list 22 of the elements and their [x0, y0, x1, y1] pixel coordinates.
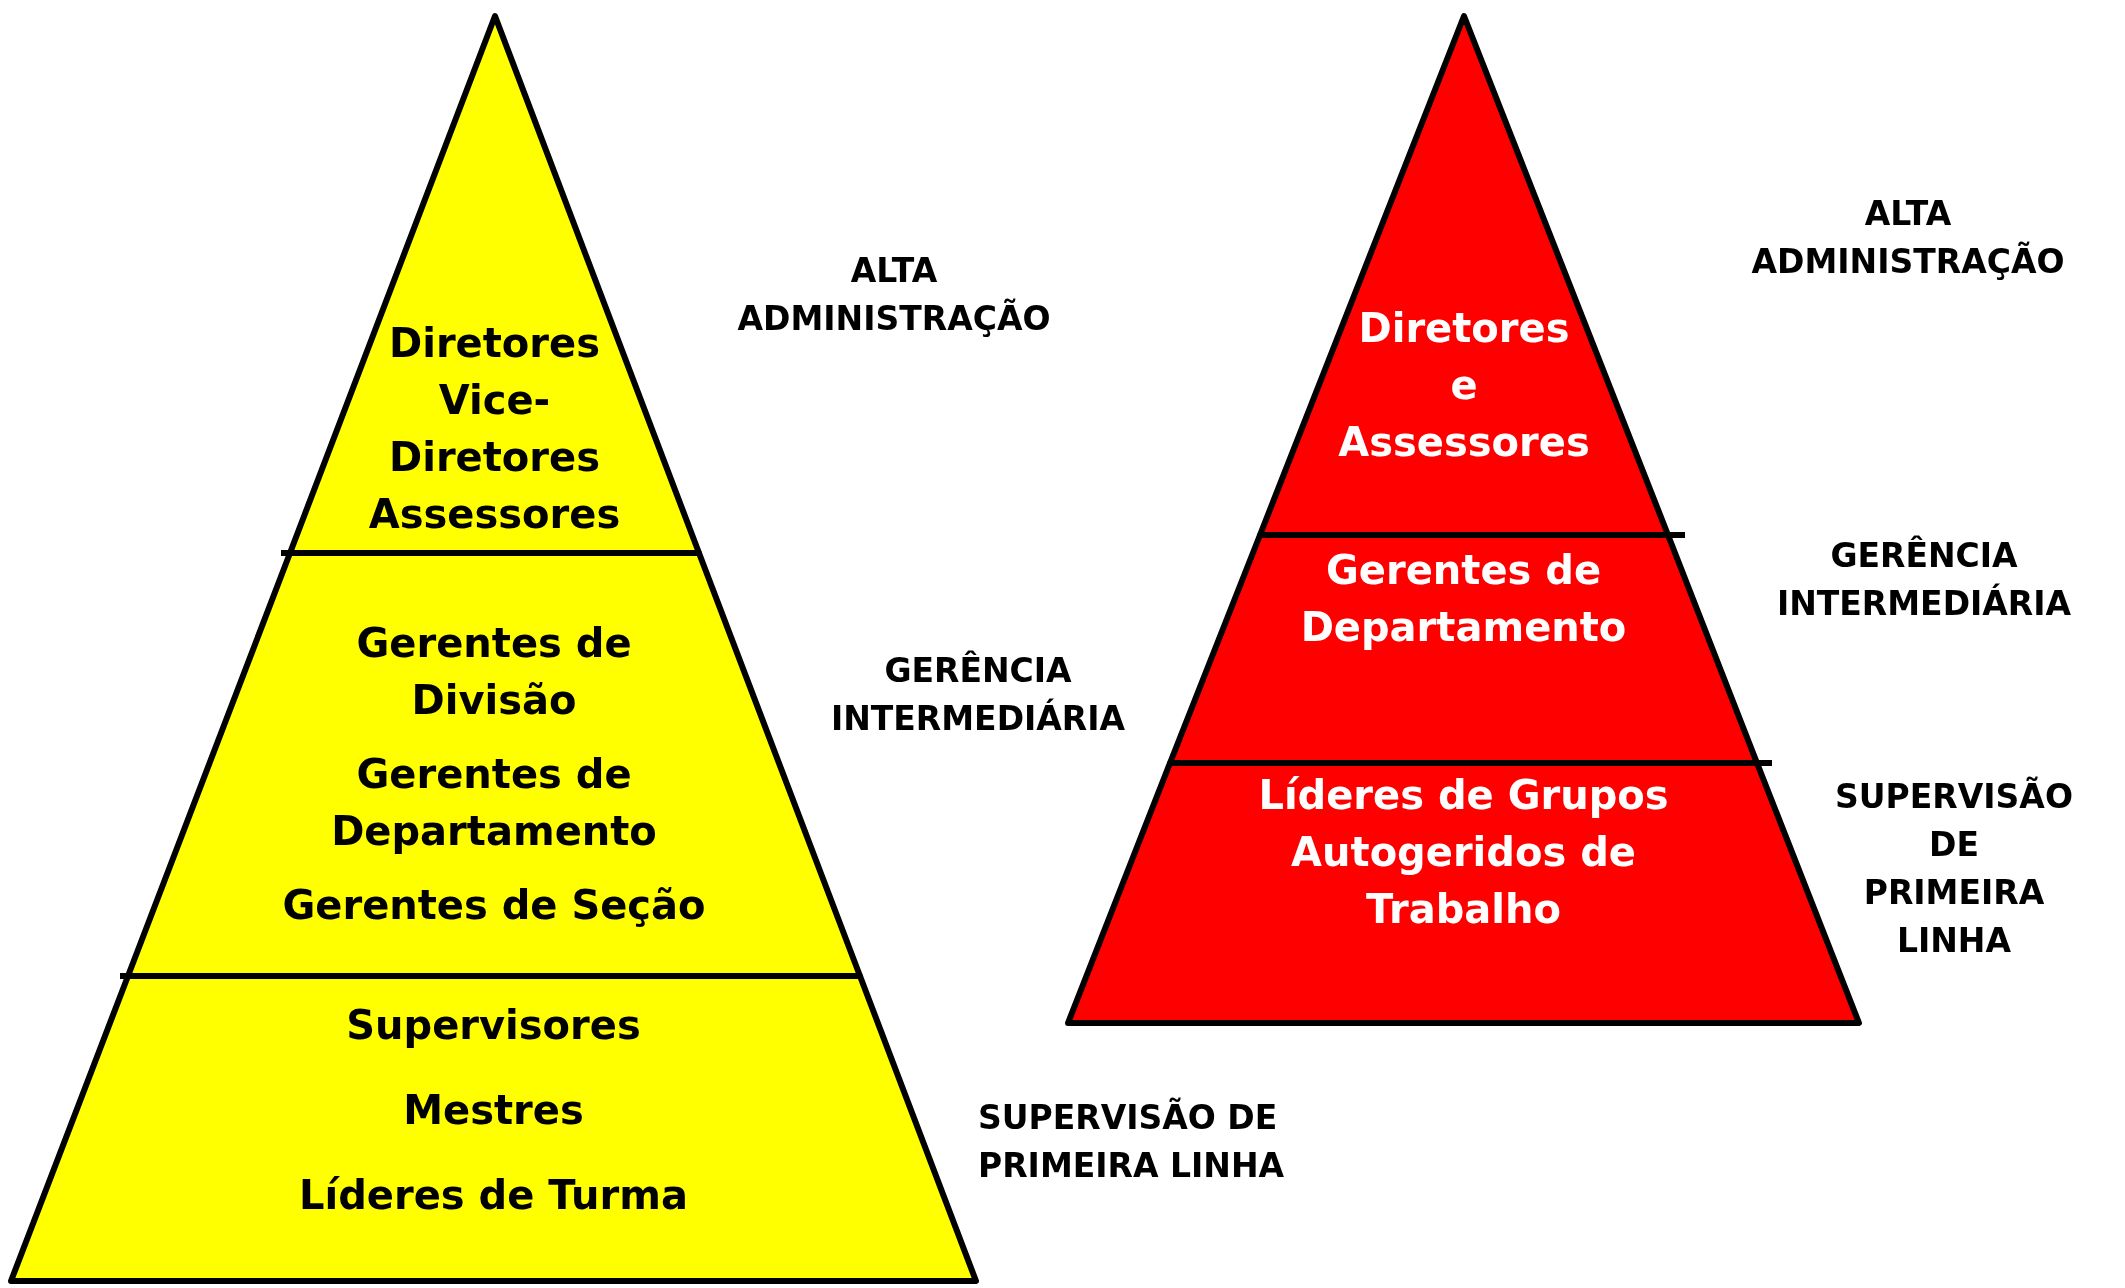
level-label: ALTA ADMINISTRAÇÃO [736, 250, 1052, 340]
tier-label: Líderes de Turma [299, 1171, 688, 1220]
level-label: ALTA ADMINISTRAÇÃO [1750, 193, 2066, 283]
tier-label: Diretores [388, 319, 600, 368]
level-label: GERÊNCIA INTERMEDIÁRIA [829, 649, 1127, 740]
tier-label: Líderes de Grupos Autogeridos de Trabalho [1257, 771, 1670, 934]
level-label: GERÊNCIA INTERMEDIÁRIA [1775, 534, 2073, 625]
tier-label: Mestres [403, 1086, 584, 1135]
tier-label: Supervisores [346, 1001, 641, 1050]
level-label: SUPERVISÃO DE PRIMEIRA LINHA [1835, 775, 2073, 962]
pyramid-tier [11, 976, 976, 1281]
tier-label: Assessores [368, 490, 621, 539]
pyramid-tier [1170, 535, 1757, 763]
tier-label: Vice-Diretores [388, 376, 600, 482]
tier-label: Gerentes de Departamento [330, 750, 658, 856]
level-label: SUPERVISÃO DE PRIMEIRA LINHA [978, 1096, 1286, 1187]
tier-label: Gerentes de Departamento [1299, 546, 1628, 652]
pyramid-tier [1260, 16, 1668, 535]
pyramid-tier [290, 16, 699, 553]
tier-label: Gerentes de Seção [282, 881, 706, 930]
tier-label: Diretores e Assessores [1338, 304, 1590, 467]
tier-label: Gerentes de Divisão [355, 619, 633, 725]
